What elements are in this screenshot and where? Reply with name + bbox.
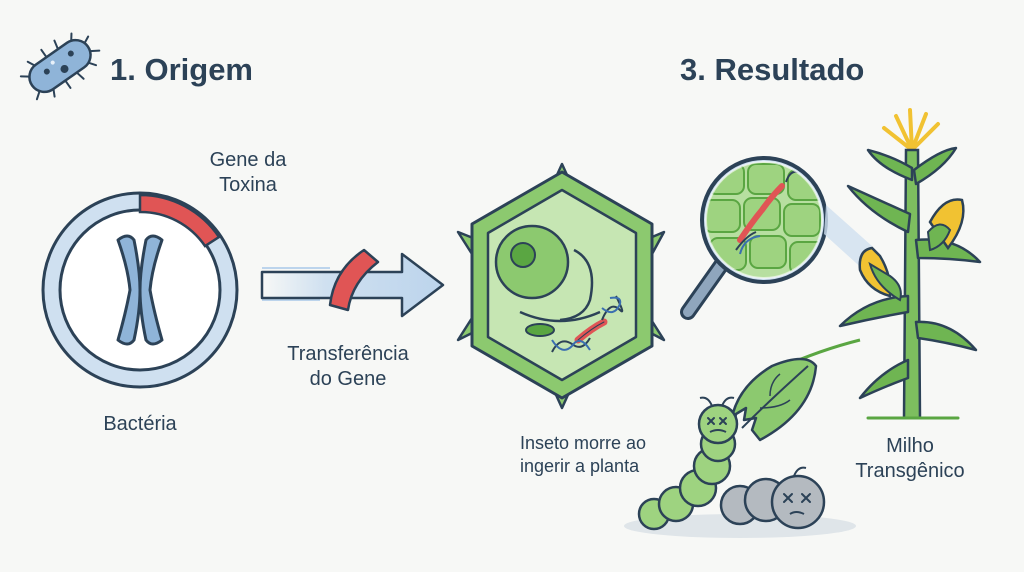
- label-transgenic-corn-line-1: Milho: [886, 435, 934, 457]
- label-gene-transfer: Transferência do Gene: [258, 342, 438, 392]
- corn-cob-zoomed: [858, 246, 902, 302]
- label-insect-dies: Inseto morre ao ingerir a planta: [520, 432, 646, 478]
- corn-cob: [926, 198, 965, 252]
- label-insect-dies-line-2: ingerir a planta: [520, 456, 640, 476]
- label-insect-dies-line-1: Inseto morre ao: [520, 433, 647, 453]
- zoom-beam: [824, 205, 872, 272]
- heading-result: 3. Resultado: [680, 52, 865, 87]
- label-gene-transfer-line-2: do Gene: [309, 368, 387, 390]
- label-toxin-gene-line-2: Toxina: [219, 174, 277, 196]
- caterpillar-icon: [719, 466, 826, 530]
- label-gene-transfer-line-1: Transferência: [287, 343, 409, 365]
- plant-cell-icon: [456, 162, 666, 410]
- magnifying-glass-icon: [680, 156, 828, 320]
- leaf-icon: [728, 338, 861, 442]
- label-transgenic-corn-line-2: Transgênico: [855, 460, 965, 482]
- label-toxin-gene-line-1: Gene da: [209, 149, 287, 171]
- label-toxin-gene: Gene da Toxina: [186, 148, 310, 198]
- heading-origin: 1. Origem: [110, 52, 253, 87]
- chromosome-icon: [116, 234, 164, 346]
- toxin-gene-segment: [138, 193, 221, 248]
- corn-plant-icon: [838, 108, 982, 420]
- label-transgenic-corn: Milho Transgênico: [830, 434, 990, 484]
- gene-segment-icon: [328, 248, 380, 312]
- label-bacteria: Bactéria: [103, 413, 177, 435]
- bacterium-icon: [19, 32, 101, 101]
- caterpillar-icon: [637, 396, 739, 531]
